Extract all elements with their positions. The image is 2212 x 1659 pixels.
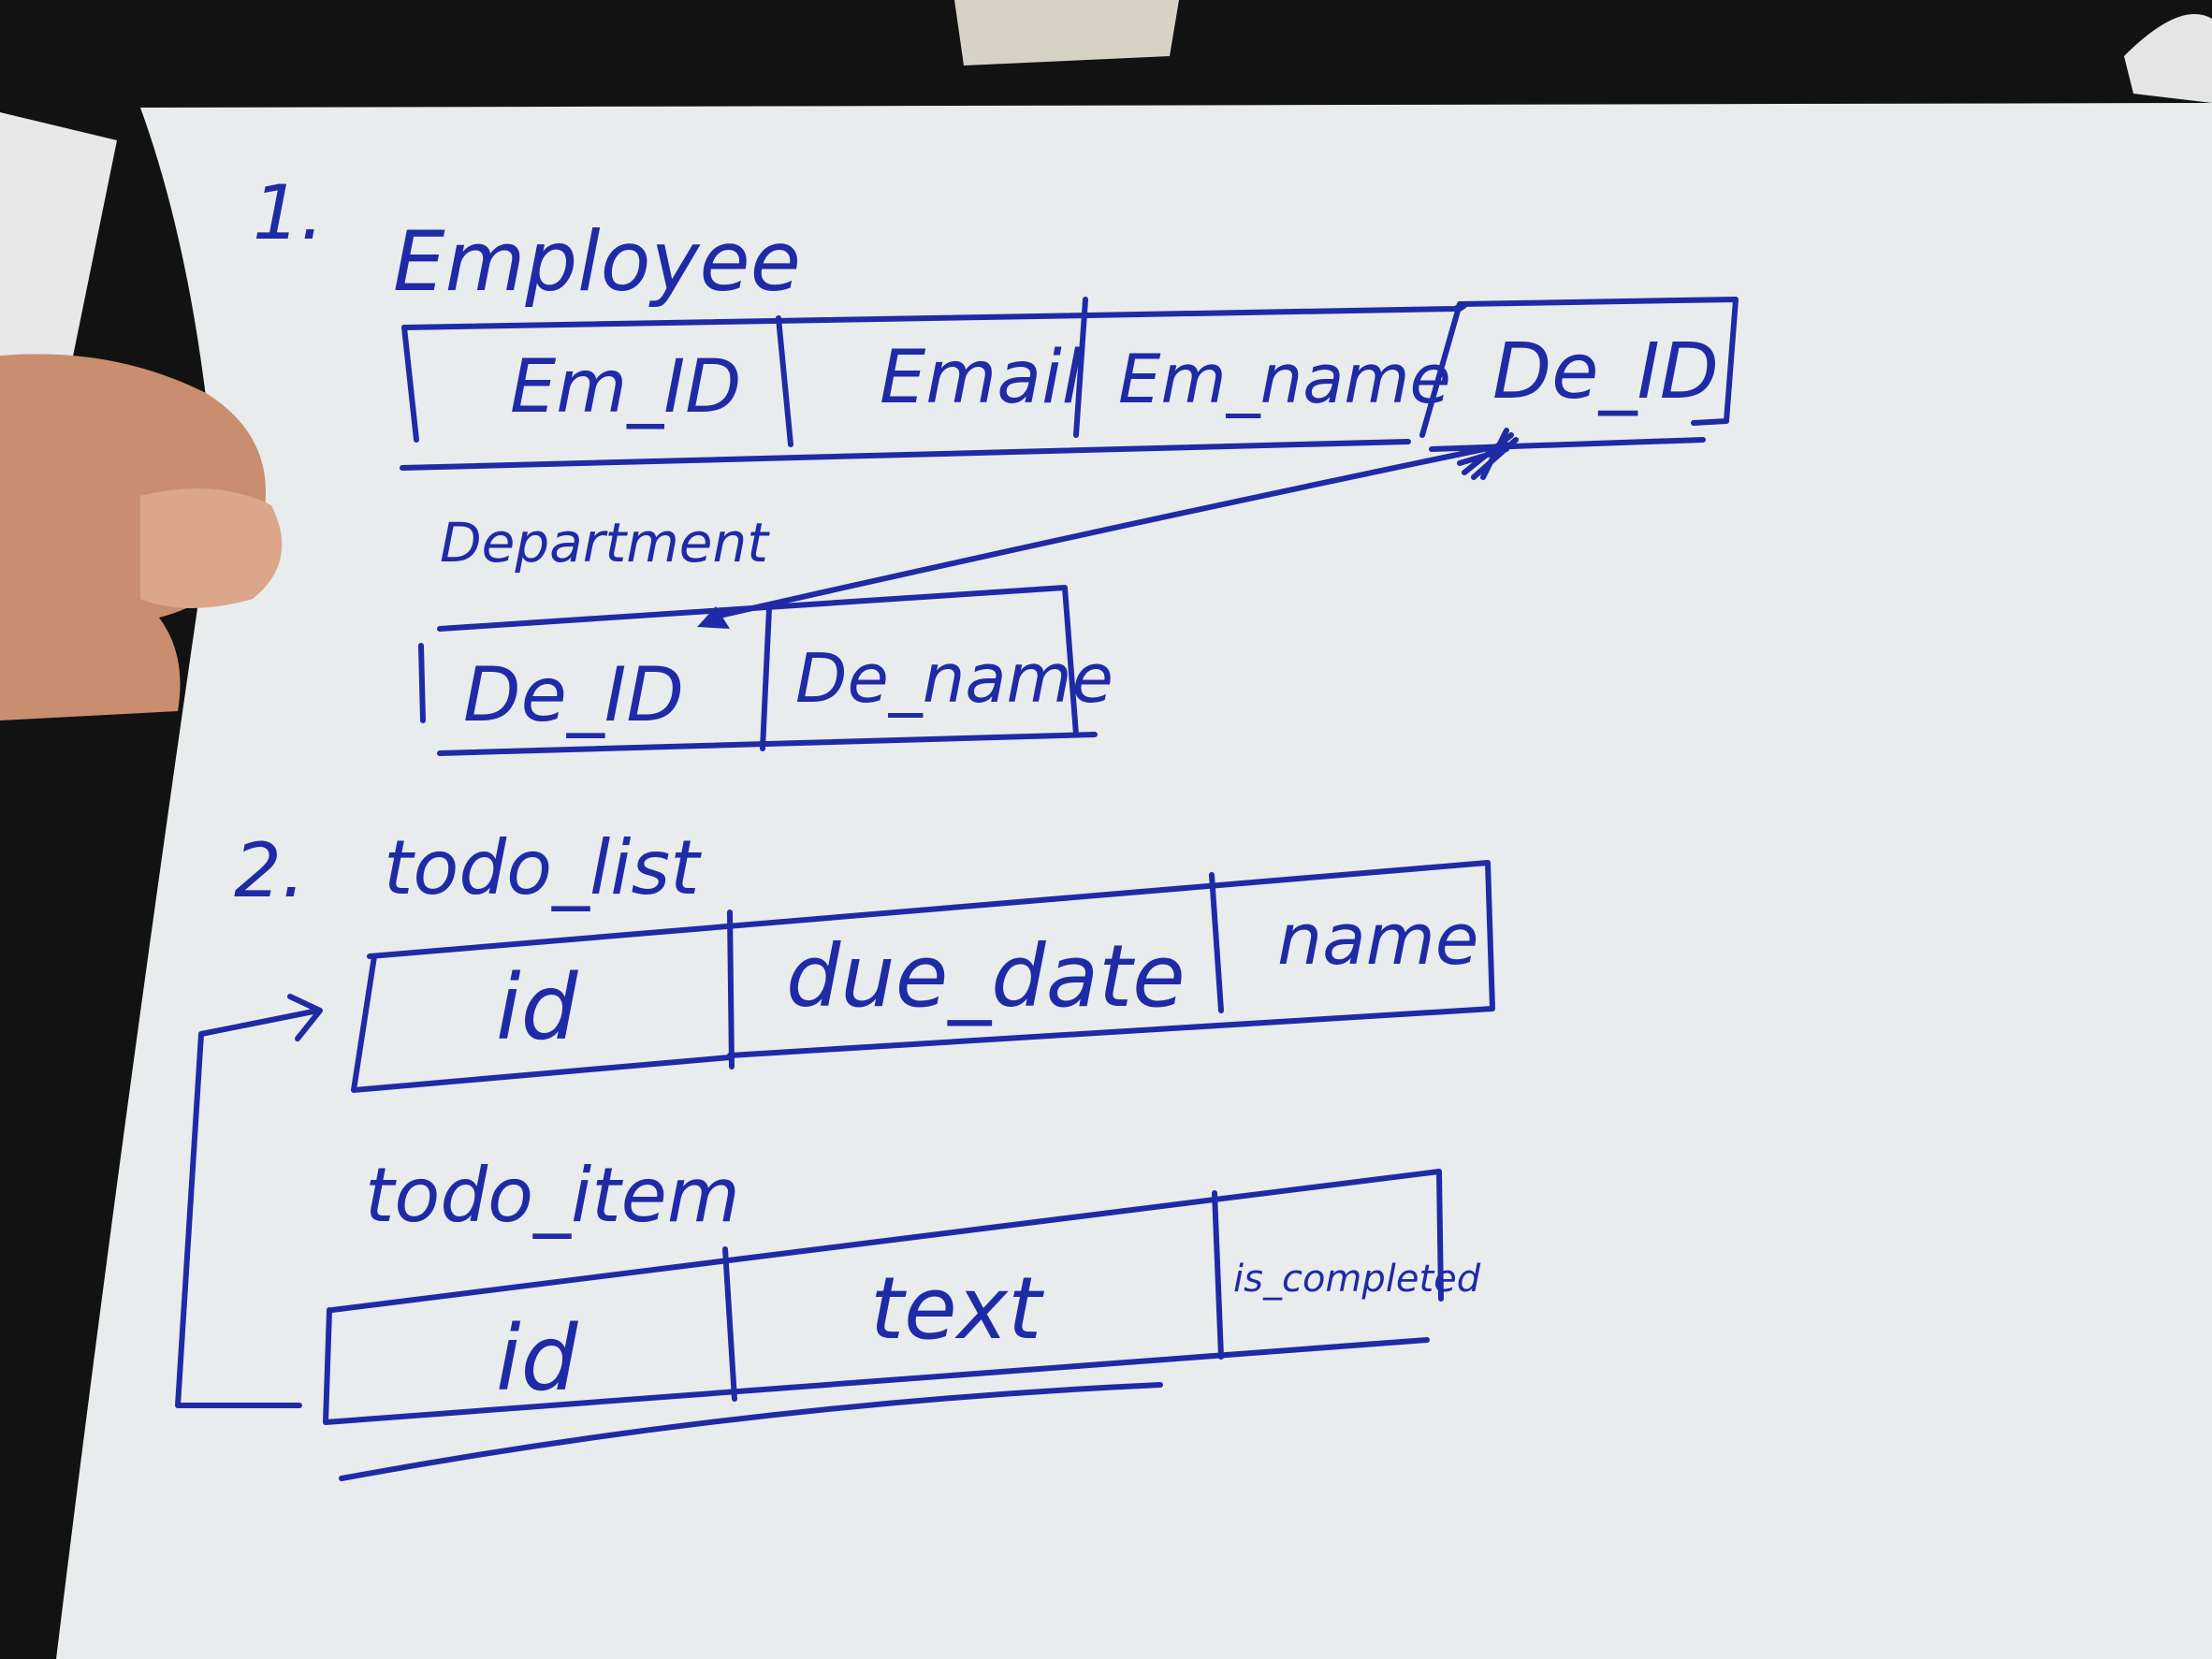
section-1-number: 1. [253,169,324,256]
employee-column-cell: Em_name [1118,340,1451,418]
todo-item-column-cell: is_completed [1233,1258,1481,1301]
department-column-cell: De_name [795,639,1113,718]
employee-column-cell: Email [880,336,1083,420]
paper-sheet [56,103,2212,1659]
todo-item-table-underline [339,1382,1163,1481]
todo-list-column-cell: name [1277,897,1479,981]
employee-table-bottom-line [400,439,1411,471]
employee-table-divider [1073,297,1088,438]
hand [0,354,266,720]
todo-list-column-cell: id [496,955,579,1060]
section-2-number: 2. [234,827,305,914]
background-object-right [2124,14,2212,103]
employee-table: Em_ID Email Em_name De_ID [400,297,1739,471]
employee-department-relationship [697,428,1519,629]
todo-relationship-arrowhead [287,994,323,1041]
todo-item-column-cell: text [870,1259,1044,1359]
todo-relationship-line [175,1008,321,1408]
department-table-divider [760,605,772,751]
employee-table-fk-underline [1429,437,1706,452]
department-table-title: Department [440,511,770,575]
todo-item-table-outline [329,1169,1444,1313]
employee-column-cell: Em_ID [510,345,741,429]
todo-relationship [175,994,323,1408]
todo-list-table-title: todo_list [384,824,702,911]
todo-item-table-left-bottom [323,1307,1430,1425]
todo-item-table-divider [722,1246,737,1402]
background-object [954,0,1179,65]
department-table-outline [437,585,1079,737]
todo-list-table-left-bottom [351,953,733,1093]
todo-item-column-cell: id [496,1306,579,1411]
employee-table-divider [776,315,793,447]
employee-table-divider [1419,301,1463,438]
department-table: De_ID De_name [418,585,1113,756]
todo-list-table-outline [367,860,1495,1058]
todo-item-table-title: todo_item [365,1152,740,1239]
relationship-crowfoot [1457,428,1519,480]
background-paper [0,112,117,393]
department-table-bottom-line [437,732,1098,756]
todo-item-table-divider [1212,1190,1224,1360]
todo-list-table-divider [1209,872,1224,1013]
employee-table-left-edge [401,325,419,443]
relationship-line [708,442,1509,620]
todo-list-table-divider [727,910,735,1070]
todo-item-table: id text is_completed [323,1169,1481,1481]
employee-table-fk-box [1457,297,1739,426]
employee-column-cell: De_ID [1492,327,1719,416]
department-table-left-edge [418,643,426,723]
department-column-cell: De_ID [463,651,684,738]
todo-list-column-cell: due_date [786,926,1186,1026]
employee-table-title: Employee [393,213,801,310]
relationship-arrowhead [697,606,730,629]
thumb [140,488,283,608]
todo-list-table: id due_date name [351,860,1495,1093]
